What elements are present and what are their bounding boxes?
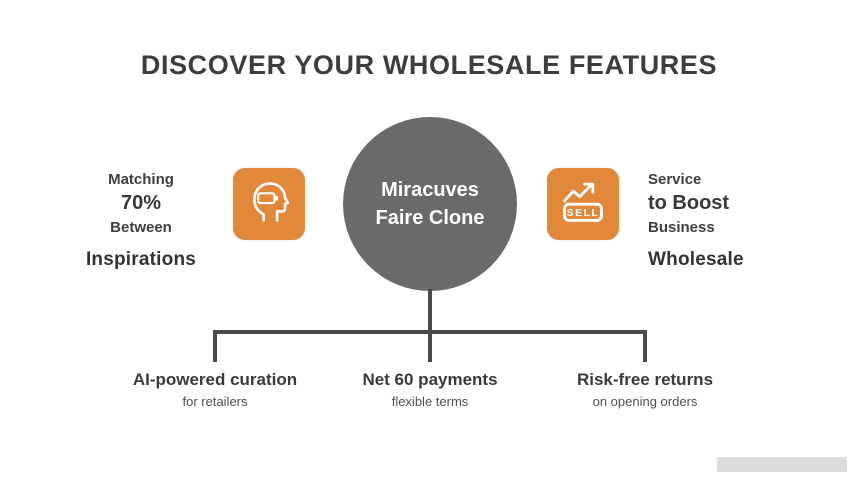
right-feature-highlight: Wholesale (648, 249, 744, 270)
bottom-node-3: Risk-free returns on opening orders (525, 370, 765, 409)
head-battery-icon (243, 176, 295, 233)
right-feature-line-1: Service (648, 171, 702, 188)
left-feature-block: Matching 70% Between Inspirations (60, 169, 222, 271)
left-feature-line-1: Matching (108, 171, 174, 188)
left-feature-line-3: Between (110, 219, 172, 236)
bottom-node-1-subtitle: for retailers (182, 394, 248, 409)
bottom-node-3-title: Risk-free returns (576, 370, 714, 389)
bottom-node-3-subtitle: on opening orders (592, 394, 698, 409)
bottom-node-2: Net 60 payments flexible terms (310, 370, 550, 409)
sell-growth-icon-card: SELL (547, 168, 619, 240)
center-node: Miracuves Faire Clone (343, 117, 517, 291)
center-node-line1: Miracuves (381, 179, 479, 201)
bottom-node-1-title: AI-powered curation (132, 370, 298, 389)
bottom-node-2-subtitle: flexible terms (391, 394, 469, 409)
left-feature-line-2: 70% (120, 192, 162, 214)
left-feature-highlight: Inspirations (85, 249, 197, 270)
right-feature-line-3: Business (648, 219, 715, 236)
bottom-node-2-title: Net 60 payments (362, 370, 498, 389)
right-feature-line-2: to Boost (648, 192, 730, 214)
center-node-line2: Faire Clone (375, 207, 485, 229)
sell-icon-label: SELL (567, 208, 600, 219)
watermark-bar (717, 457, 847, 472)
connector-drop-left (213, 332, 217, 362)
connector-drop-center (428, 332, 432, 362)
connector-stem (428, 289, 432, 332)
page-title: DISCOVER YOUR WHOLESALE FEATURES (140, 50, 718, 80)
sell-growth-icon: SELL (557, 176, 609, 233)
connector-drop-right (643, 332, 647, 362)
right-feature-block: Service to Boost Business Wholesale (648, 169, 810, 271)
bottom-node-1: AI-powered curation for retailers (95, 370, 335, 409)
ai-matching-icon-card (233, 168, 305, 240)
